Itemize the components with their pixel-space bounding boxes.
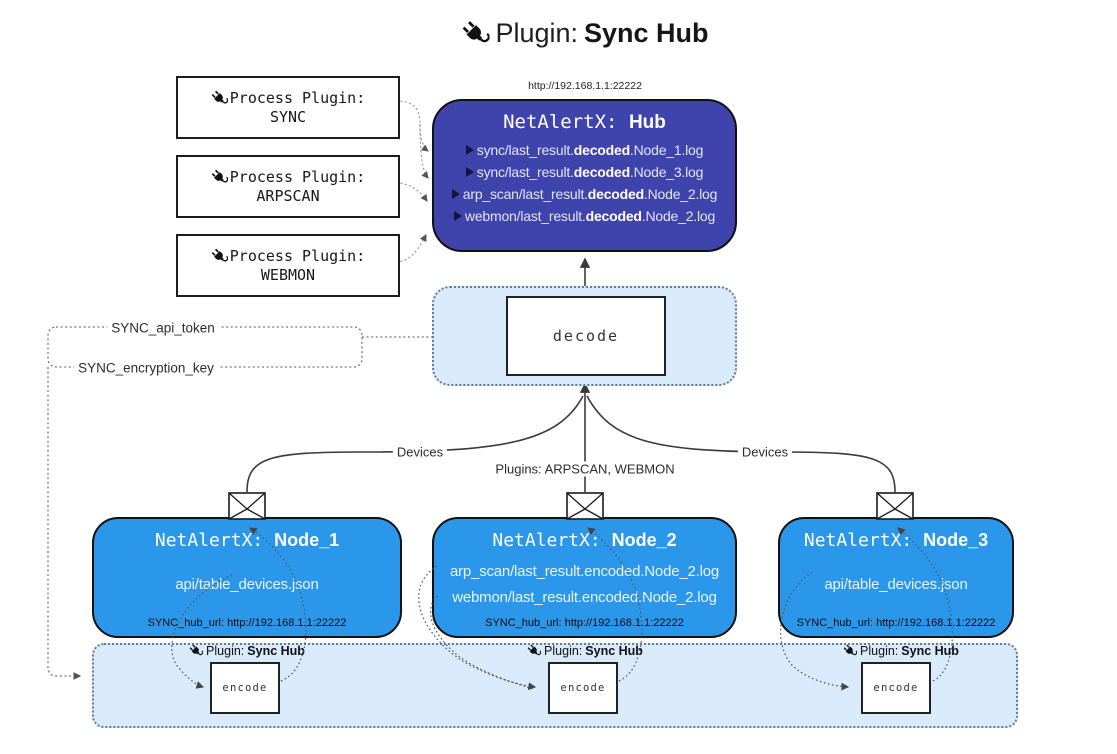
node-file-line: webmon/last_result.encoded.Node_2.log bbox=[452, 588, 717, 606]
sync-api-token-label: SYNC_api_token bbox=[107, 320, 219, 336]
envelope-icon bbox=[876, 492, 914, 520]
hub-url: http://192.168.1.1:22222 bbox=[528, 80, 642, 92]
process-plugin-name: SYNC bbox=[269, 108, 307, 126]
plug-icon bbox=[210, 168, 228, 186]
band-plugin-label: Plugin: Sync Hub bbox=[527, 644, 643, 658]
arrow-right-icon bbox=[465, 167, 474, 177]
settings-to-encode-band bbox=[47, 367, 82, 680]
node-hub-url: SYNC_hub_url: http://192.168.1.1:22222 bbox=[147, 617, 347, 629]
netalertx-node3-box: NetAlertX: Node_3 api/table_devices.json… bbox=[778, 517, 1014, 638]
node-hub-url: SYNC_hub_url: http://192.168.1.1:22222 bbox=[485, 617, 684, 629]
node-file-line: api/table_devices.json bbox=[175, 575, 319, 593]
netalertx-node1-box: NetAlertX: Node_1 api/table_devices.json… bbox=[92, 517, 402, 638]
process-plugin-arpscan: Process Plugin: ARPSCAN bbox=[176, 155, 400, 218]
plug-icon bbox=[210, 247, 228, 265]
page-title-prefix: Plugin: bbox=[495, 18, 579, 48]
envelope-icon bbox=[566, 492, 604, 520]
node-title: NetAlertX: Node_1 bbox=[154, 530, 340, 551]
encode-box: encode bbox=[861, 662, 931, 714]
plug-icon bbox=[189, 644, 204, 658]
sync-plugin-link-1 bbox=[395, 100, 429, 152]
page-title: Plugin: Sync Hub bbox=[461, 18, 709, 49]
webmon-plugin-link bbox=[395, 234, 427, 263]
hub-log-line: arp_scan/last_result.decoded.Node_2.log bbox=[451, 186, 717, 202]
encode-box: encode bbox=[548, 662, 618, 714]
hub-log-line: sync/last_result.decoded.Node_1.log bbox=[465, 142, 703, 158]
process-plugin-webmon: Process Plugin: WEBMON bbox=[176, 234, 400, 297]
netalertx-node2-box: NetAlertX: Node_2 arp_scan/last_result.e… bbox=[432, 517, 737, 638]
arrow-right-icon bbox=[451, 189, 460, 199]
edge-label-devices-left: Devices bbox=[392, 444, 448, 460]
node-hub-url: SYNC_hub_url: http://192.168.1.1:22222 bbox=[796, 617, 996, 629]
envelope-icon bbox=[228, 492, 266, 520]
sync-encryption-key-label: SYNC_encryption_key bbox=[74, 360, 218, 376]
arpscan-plugin-link bbox=[395, 182, 428, 202]
page-title-bold: Sync Hub bbox=[584, 18, 709, 48]
plug-icon bbox=[843, 644, 858, 658]
band-plugin-label: Plugin: Sync Hub bbox=[189, 644, 305, 658]
process-plugin-label: Process Plugin: bbox=[229, 89, 366, 107]
node-title: NetAlertX: Node_3 bbox=[803, 530, 989, 551]
process-plugin-label: Process Plugin: bbox=[229, 168, 366, 186]
process-plugin-name: ARPSCAN bbox=[256, 187, 320, 205]
node-file-line: arp_scan/last_result.encoded.Node_2.log bbox=[449, 562, 720, 580]
process-plugin-sync: Process Plugin: SYNC bbox=[176, 76, 400, 139]
edge-label-plugins: Plugins: ARPSCAN, WEBMON bbox=[491, 461, 679, 477]
node-file-line: api/table_devices.json bbox=[824, 575, 968, 593]
edge-label-devices-right: Devices bbox=[737, 444, 793, 460]
encode-box: encode bbox=[210, 662, 280, 714]
netalertx-hub-box: NetAlertX: Hub sync/last_result.decoded.… bbox=[432, 99, 737, 252]
arrow-right-icon bbox=[465, 145, 474, 155]
arrow-right-icon bbox=[453, 211, 462, 221]
sync-plugin-link-2 bbox=[419, 123, 429, 179]
process-plugin-label: Process Plugin: bbox=[229, 247, 366, 265]
hub-title-prefix: NetAlertX: bbox=[503, 111, 629, 133]
hub-title: NetAlertX: Hub bbox=[503, 111, 666, 134]
hub-log-line: sync/last_result.decoded.Node_3.log bbox=[465, 164, 703, 180]
hub-title-name: Hub bbox=[628, 112, 666, 133]
plug-icon bbox=[461, 19, 490, 48]
hub-log-line: webmon/last_result.decoded.Node_2.log bbox=[453, 208, 715, 224]
band-plugin-label: Plugin: Sync Hub bbox=[843, 644, 959, 658]
decode-box: decode bbox=[506, 296, 666, 376]
process-plugin-name: WEBMON bbox=[260, 266, 316, 284]
plug-icon bbox=[527, 644, 542, 658]
plug-icon bbox=[210, 89, 228, 107]
node-title: NetAlertX: Node_2 bbox=[492, 530, 677, 551]
